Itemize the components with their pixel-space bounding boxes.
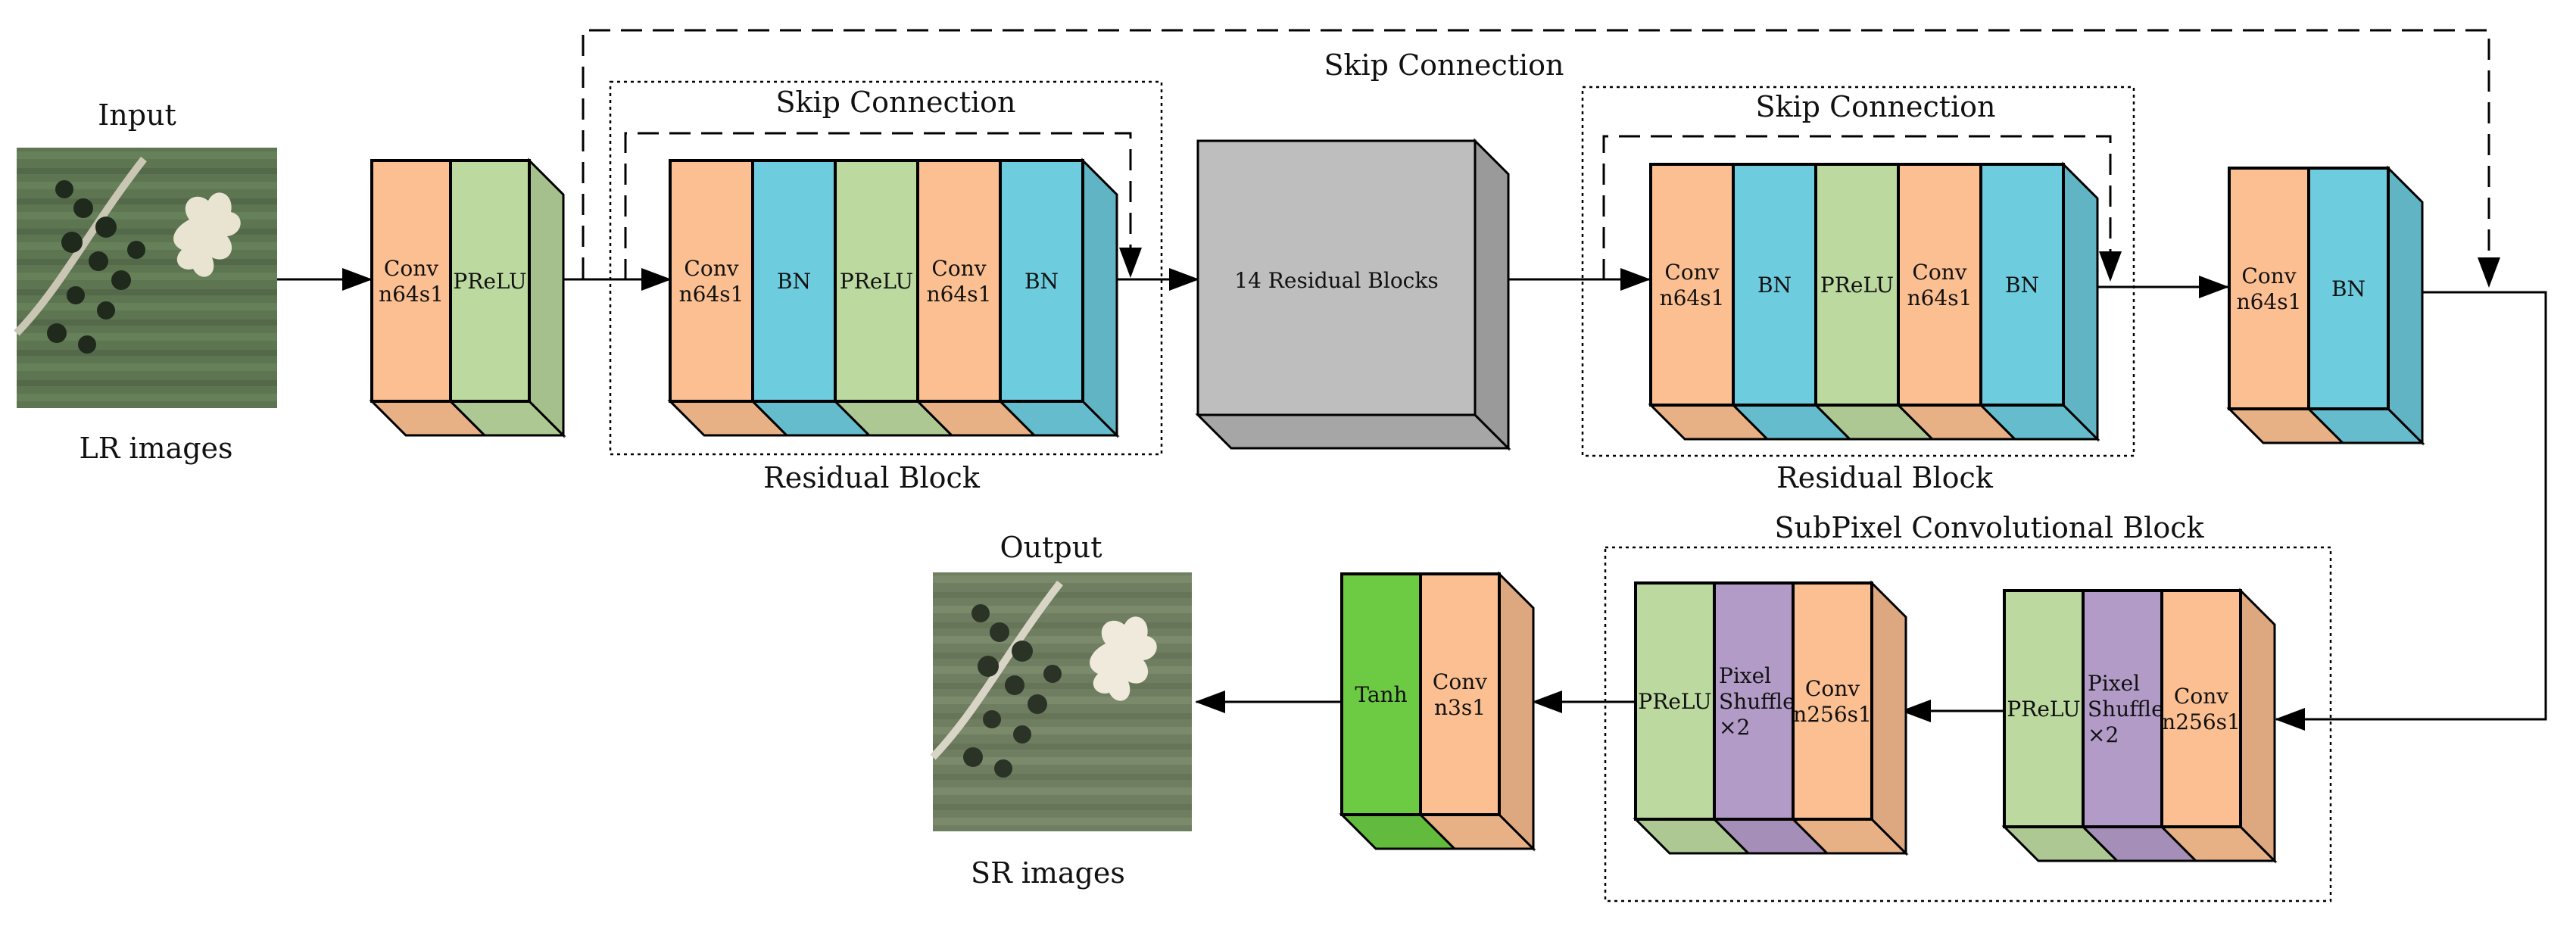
stack-residual-block-1-conv-label-3-0: Conv — [931, 256, 986, 281]
output-title: Output — [1000, 531, 1102, 564]
stack-residual-block-1-bn-label-4-0: BN — [1024, 269, 1059, 294]
input-caption: LR images — [79, 432, 232, 465]
stack-input-conv-prelu-layer-1 — [449, 159, 531, 403]
stack-input-conv-conv-label-0-1: n64s1 — [379, 282, 444, 307]
stack-subpixel-1-pixel_shuffle-layer-1 — [1713, 581, 1795, 821]
stack-residual-block-2-bn-layer-4 — [1979, 163, 2065, 407]
line-conv-bn-to-subpixel — [2275, 291, 2547, 731]
stack-residual-block-2-conv-label-3-1: n64s1 — [1907, 285, 1973, 310]
stack-residual-block-1-conv-label-0-1: n64s1 — [679, 282, 744, 307]
stack-conv-bn-conv-label-0-0: Conv — [2241, 263, 2296, 288]
stack-subpixel-1-conv-label-2-0: Conv — [1805, 676, 1860, 701]
stack-residual-block-2-bn-label-4-0: BN — [2005, 273, 2039, 298]
input-lr-image — [14, 148, 277, 408]
stack-subpixel-1-pixel_shuffle-label-1-1: Shuffle — [1719, 689, 1795, 714]
stack-input-conv-conv-label-0-0: Conv — [384, 256, 438, 281]
residual-blocks-14 — [1195, 138, 1511, 451]
stack-residual-block-2-bn-label-1-0: BN — [1757, 273, 1792, 298]
stack-subpixel-2-pixel_shuffle-label-1-2: ×2 — [2088, 722, 2119, 747]
stack-input-conv-side — [528, 157, 565, 438]
stack-subpixel-1-pixel_shuffle-label-1-0: Pixel — [1719, 663, 1771, 688]
residual-block-1-frame — [609, 80, 1163, 456]
stack-residual-block-1-side — [1081, 157, 1118, 438]
subpixel-block-frame — [1604, 546, 2332, 903]
subpixel-block-label: SubPixel Convolutional Block — [1774, 511, 2204, 544]
stack-subpixel-1-conv-label-2-1: n256s1 — [1793, 702, 1872, 727]
stack-subpixel-2-pixel_shuffle-label-1-0: Pixel — [2088, 671, 2140, 696]
stack-conv-bn-bn-layer-1 — [2307, 167, 2390, 410]
output-sr-image — [930, 572, 1192, 831]
stack-residual-block-1-conv-layer-0 — [669, 159, 754, 403]
residual-block-2-label: Residual Block — [1776, 461, 1994, 494]
stack-subpixel-2-pixel_shuffle-layer-1 — [2082, 589, 2163, 828]
skip-connection-rb2-label: Skip Connection — [1755, 90, 1995, 123]
skip-connection-rb1-label: Skip Connection — [775, 86, 1015, 119]
output-caption: SR images — [971, 856, 1125, 890]
stack-subpixel-2-conv-label-2-0: Conv — [2174, 684, 2228, 709]
stack-residual-block-1-conv-label-0-0: Conv — [684, 256, 738, 281]
stack-subpixel-2-pixel_shuffle-label-1-1: Shuffle — [2088, 697, 2164, 722]
skip-connection-outer-label: Skip Connection — [1324, 48, 1564, 82]
residual-block-2-frame — [1581, 86, 2135, 457]
stack-residual-block-1-prelu-label-2-0: PReLU — [840, 269, 913, 294]
stack-conv-bn-conv-label-0-1: n64s1 — [2237, 289, 2302, 314]
residual-block-1-label: Residual Block — [763, 461, 981, 494]
stack-subpixel-1-prelu-label-0-0: PReLU — [1638, 689, 1711, 714]
stack-subpixel-1-prelu-layer-0 — [1634, 581, 1716, 821]
stack-residual-block-1-bn-layer-1 — [751, 159, 837, 403]
stack-subpixel-2-side — [2239, 588, 2276, 864]
stack-residual-block-1-conv-layer-3 — [916, 159, 1002, 403]
stack-residual-block-2-prelu-label-2-0: PReLU — [1820, 273, 1894, 298]
stack-conv-bn-conv-layer-0 — [2228, 167, 2310, 410]
stack-residual-block-1-bn-label-1-0: BN — [777, 269, 811, 294]
stack-subpixel-2-conv-label-2-1: n256s1 — [2162, 709, 2241, 734]
stack-output-conv-conv-label-1-1: n3s1 — [1434, 695, 1486, 720]
stack-residual-block-1-prelu-layer-2 — [834, 159, 919, 403]
stack-subpixel-2-conv-layer-2 — [2160, 589, 2242, 828]
stack-residual-block-1-bn-layer-4 — [999, 159, 1084, 403]
stack-conv-bn-bn-label-1-0: BN — [2331, 276, 2365, 301]
stack-output-conv-tanh-layer-0 — [1340, 572, 1422, 816]
stack-residual-block-2-conv-layer-3 — [1897, 163, 1982, 407]
stack-subpixel-1-side — [1870, 580, 1907, 856]
stack-residual-block-2-conv-layer-0 — [1649, 163, 1735, 407]
stack-residual-block-2-prelu-layer-2 — [1814, 163, 1900, 407]
stack-output-conv-conv-layer-1 — [1419, 572, 1501, 816]
stack-residual-block-2-side — [2062, 161, 2099, 442]
stack-residual-block-2-bn-layer-1 — [1732, 163, 1817, 407]
residual-blocks-14-label: 14 Residual Blocks — [1234, 268, 1438, 293]
stack-subpixel-1-pixel_shuffle-label-1-2: ×2 — [1719, 715, 1750, 740]
stack-residual-block-2-conv-label-0-1: n64s1 — [1660, 285, 1725, 310]
stack-conv-bn-side — [2387, 165, 2424, 446]
input-title: Input — [98, 98, 176, 132]
stack-input-conv-prelu-label-1-0: PReLU — [453, 269, 526, 294]
stack-subpixel-1-conv-layer-2 — [1792, 581, 1873, 821]
stack-residual-block-2-conv-label-0-0: Conv — [1664, 260, 1719, 285]
stack-residual-block-1-conv-label-3-1: n64s1 — [927, 282, 992, 307]
stack-subpixel-2-prelu-label-0-0: PReLU — [2007, 697, 2080, 722]
skip-connection-rb2-line — [1602, 135, 2122, 282]
stack-residual-block-2-conv-label-3-0: Conv — [1912, 260, 1966, 285]
stack-output-conv-tanh-label-0-0: Tanh — [1355, 682, 1407, 707]
skip-connection-rb1-line — [624, 132, 1142, 280]
stack-output-conv-conv-label-1-0: Conv — [1433, 669, 1487, 694]
stack-subpixel-2-prelu-layer-0 — [2003, 589, 2085, 828]
stack-output-conv-side — [1498, 571, 1535, 852]
stack-input-conv-conv-layer-0 — [370, 159, 452, 403]
